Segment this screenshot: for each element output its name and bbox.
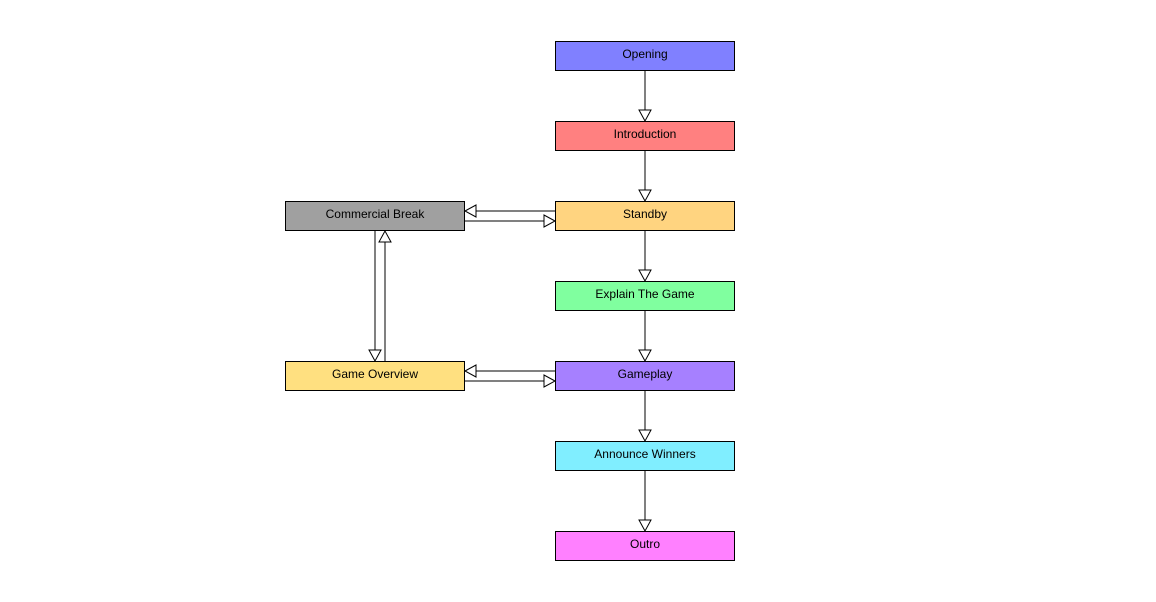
node-standby[interactable]: Standby [555, 201, 735, 231]
edge-gameplay-to-overview [463, 364, 555, 378]
node-label: Explain The Game [595, 287, 695, 301]
arrowhead-icon [463, 204, 477, 218]
edge-overview-to-gameplay [465, 374, 557, 388]
arrowhead-icon [638, 269, 652, 283]
edge-gameplay-to-announce [638, 391, 652, 443]
arrowhead-icon [638, 429, 652, 443]
arrowhead-icon [368, 349, 382, 363]
node-commercial-break[interactable]: Commercial Break [285, 201, 465, 231]
arrowhead-icon [638, 189, 652, 203]
arrowhead-icon [638, 349, 652, 363]
node-opening[interactable]: Opening [555, 41, 735, 71]
edge-opening-to-introduction [638, 71, 652, 123]
node-label: Commercial Break [325, 207, 425, 221]
edge-introduction-to-standby [638, 151, 652, 203]
edge-commercial-to-standby [465, 214, 557, 228]
arrowhead-icon [463, 364, 477, 378]
node-announce-winners[interactable]: Announce Winners [555, 441, 735, 471]
node-label: Introduction [613, 127, 677, 141]
node-explain-the-game[interactable]: Explain The Game [555, 281, 735, 311]
arrowhead-icon [543, 374, 557, 388]
arrowhead-icon [543, 214, 557, 228]
node-gameplay[interactable]: Gameplay [555, 361, 735, 391]
arrowhead-icon [638, 109, 652, 123]
node-outro[interactable]: Outro [555, 531, 735, 561]
edge-commercial-to-overview [368, 231, 382, 363]
node-label: Outro [629, 537, 660, 551]
node-label: Opening [622, 47, 668, 61]
node-introduction[interactable]: Introduction [555, 121, 735, 151]
node-label: Standby [622, 207, 668, 221]
edge-overview-to-commercial [378, 229, 392, 361]
node-game-overview[interactable]: Game Overview [285, 361, 465, 391]
edge-announce-to-outro [638, 471, 652, 533]
node-label: Gameplay [617, 367, 673, 381]
edge-explain-to-gameplay [638, 311, 652, 363]
node-label: Announce Winners [594, 447, 696, 461]
arrowhead-icon [638, 519, 652, 533]
edge-standby-to-commercial [463, 204, 555, 218]
node-label: Game Overview [331, 367, 419, 381]
arrowhead-icon [378, 229, 392, 243]
edge-standby-to-explain [638, 231, 652, 283]
